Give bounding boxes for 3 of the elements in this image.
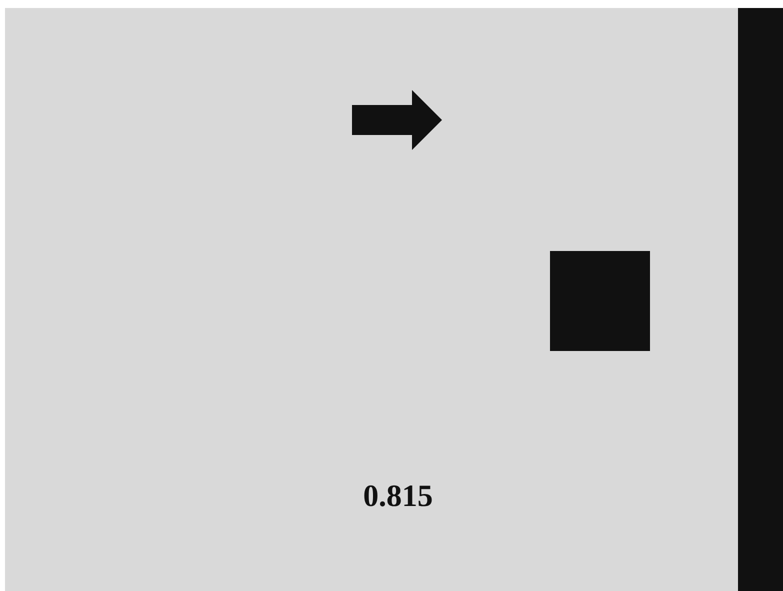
value-label: 0.815 xyxy=(363,478,433,514)
square-block xyxy=(550,251,650,351)
side-bar xyxy=(738,8,783,591)
